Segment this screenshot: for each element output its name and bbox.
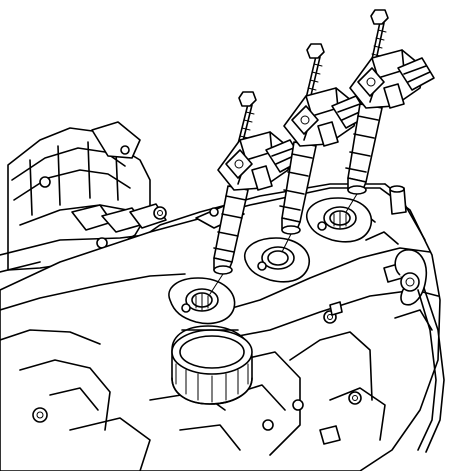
installation-guide-lines xyxy=(209,193,358,295)
ignition-coil-3 xyxy=(345,49,435,195)
coil-bolt-2 xyxy=(299,43,325,126)
ignition-coil-2 xyxy=(279,87,369,235)
oil-filler-cap xyxy=(171,325,253,405)
ignition-coil-1 xyxy=(213,131,303,275)
spark-plug-well-3 xyxy=(305,197,373,243)
dipstick-tube xyxy=(389,185,445,453)
spark-plug-well-2 xyxy=(243,237,311,283)
spark-plug-well-1 xyxy=(168,277,236,325)
